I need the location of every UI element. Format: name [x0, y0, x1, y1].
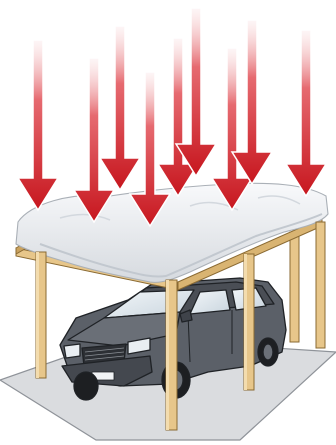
snow-layer — [16, 183, 328, 282]
snow-load-arrow — [212, 48, 252, 210]
snow-load-arrow — [100, 26, 140, 190]
snow-load-arrow — [18, 40, 58, 210]
headlight-left — [64, 344, 80, 358]
snow-load-arrow — [74, 58, 114, 222]
snow-load-arrow — [232, 20, 272, 184]
snow-load-arrow — [130, 72, 170, 226]
snow-load-arrow — [286, 30, 326, 196]
